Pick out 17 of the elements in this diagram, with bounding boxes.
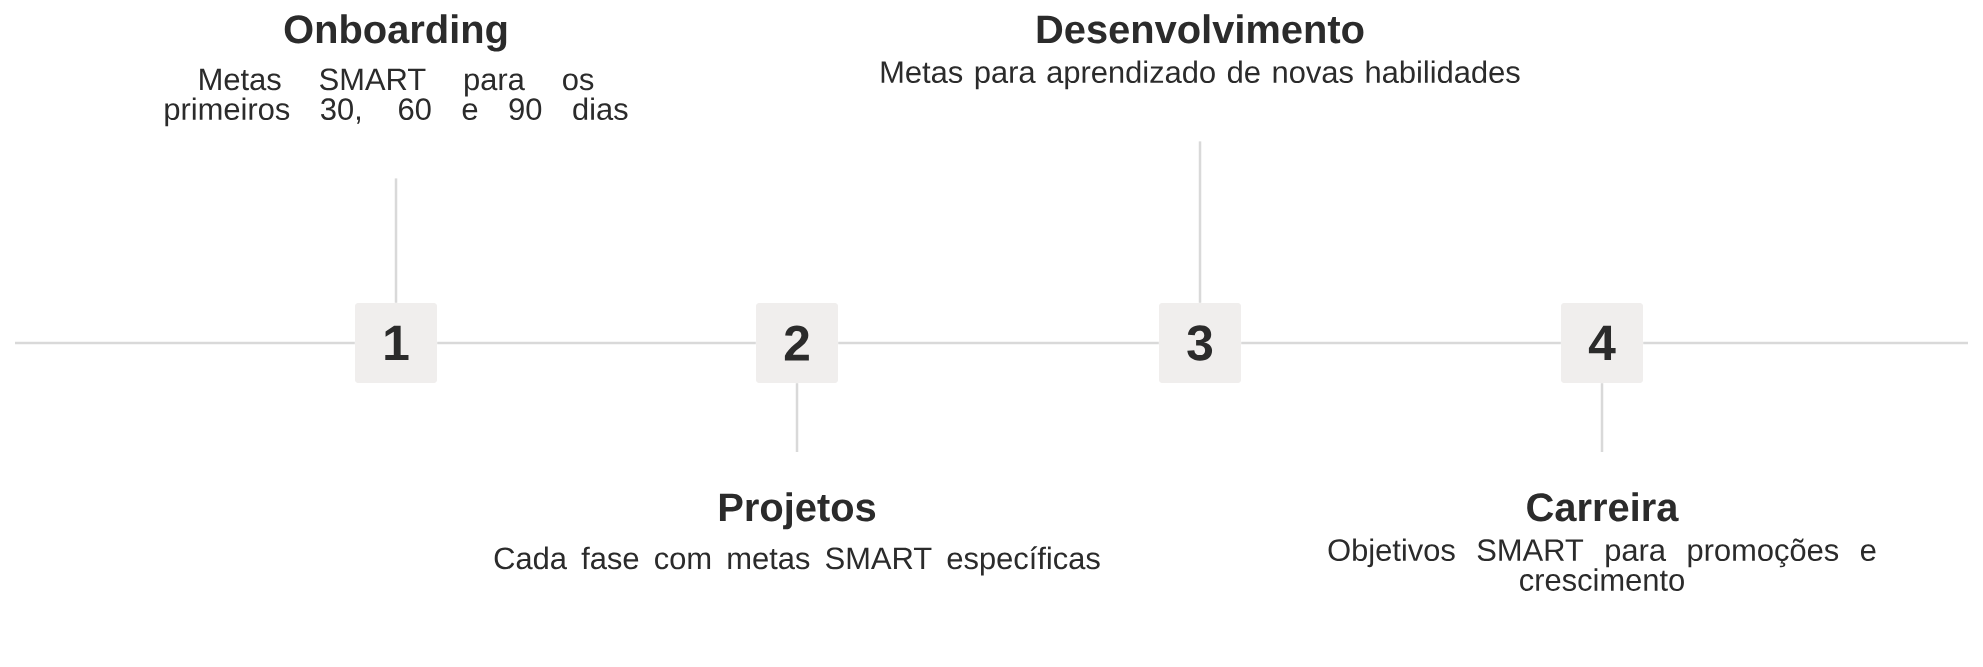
milestone-text: Desenvolvimento Metas para aprendizado de novas habilidades <box>881 14 1520 90</box>
milestone-text: Projetos Cada fase com metas SMART específicas <box>494 492 1100 576</box>
leader-line <box>1198 141 1202 303</box>
timeline-line <box>838 341 1159 345</box>
timeline-line <box>1241 341 1561 345</box>
timeline-line <box>1643 341 1968 345</box>
leader-line <box>795 383 799 452</box>
number-box: 1 <box>355 303 437 383</box>
leader-line <box>394 178 398 303</box>
leader-line <box>1600 383 1604 452</box>
timeline-line <box>437 341 756 345</box>
number-box: 3 <box>1159 303 1241 383</box>
timeline-line <box>15 341 355 345</box>
milestone-text: Carreira Objetivos SMART para promoções e crescimento <box>1328 492 1876 591</box>
milestone-text: Onboarding Metas SMART para os primeiros 30, 60 e 90 dias <box>165 14 628 127</box>
number-box: 4 <box>1561 303 1643 383</box>
number-box: 2 <box>756 303 838 383</box>
